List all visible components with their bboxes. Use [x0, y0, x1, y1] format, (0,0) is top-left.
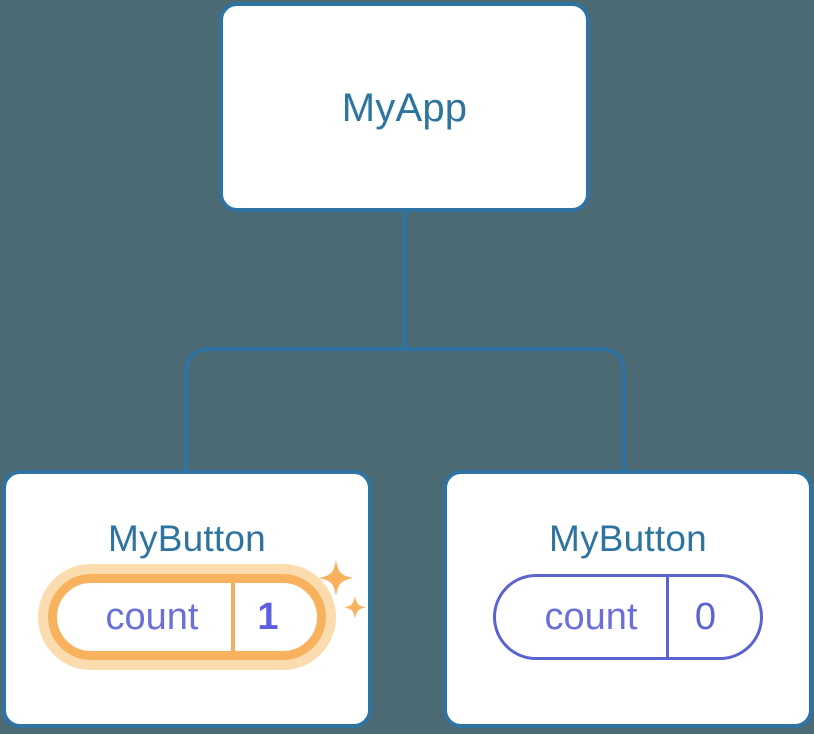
node-title-root: MyApp	[341, 86, 468, 130]
node-title-mybutton-1: MyButton	[549, 518, 707, 559]
node-card-mybutton-0[interactable]: MyButton count 1	[2, 470, 372, 728]
node-title-mybutton-0: MyButton	[108, 518, 266, 559]
state-value-0: 1	[231, 583, 317, 651]
state-pill-1[interactable]: count 0	[493, 574, 763, 660]
state-pill-outer-1: count 0	[493, 574, 763, 660]
node-card-root[interactable]: MyApp	[219, 2, 590, 212]
state-pill-wrapper-0: count 1	[6, 560, 368, 670]
state-pill-0[interactable]: count 1	[48, 574, 326, 660]
state-key-0: count	[105, 595, 199, 638]
connector-branch-bus	[184, 347, 626, 470]
state-key-1: count	[544, 595, 638, 638]
state-pill-wrapper-1: count 0	[447, 574, 809, 660]
state-value-1: 0	[665, 577, 760, 657]
node-card-mybutton-1[interactable]: MyButton count 0	[443, 470, 813, 728]
state-pill-outer-0: count 1	[38, 560, 366, 670]
